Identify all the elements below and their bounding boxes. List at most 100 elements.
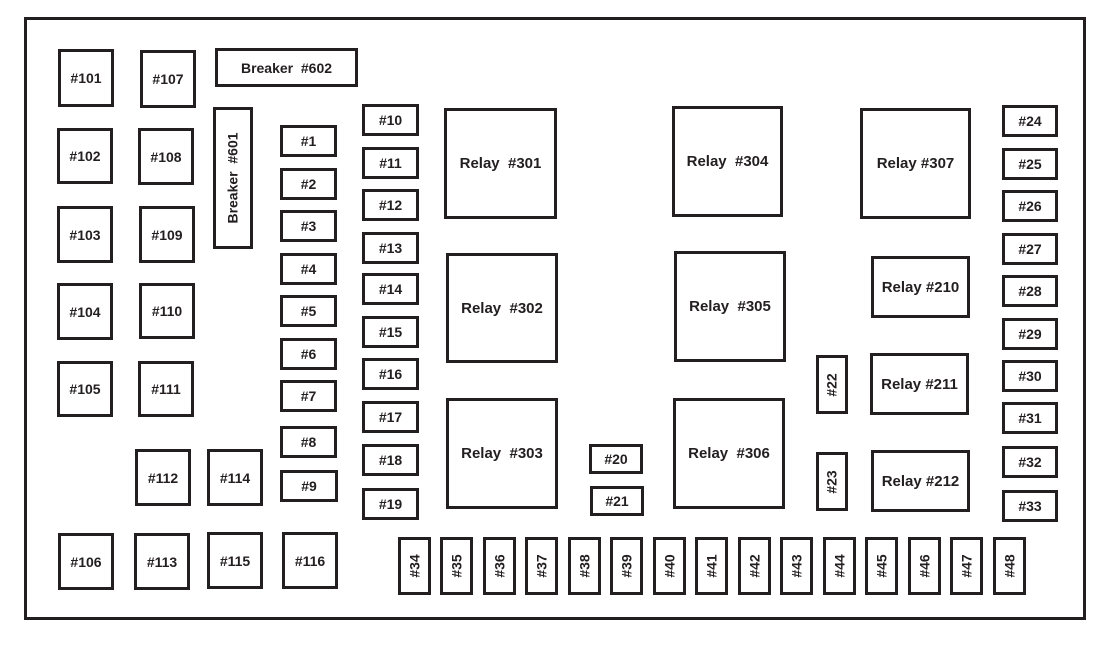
component-label: #12 bbox=[378, 197, 403, 213]
fuse-108[interactable]: #108 bbox=[138, 128, 194, 185]
component-label: #44 bbox=[831, 554, 848, 578]
fuse-11[interactable]: #11 bbox=[362, 147, 419, 179]
fuse-39[interactable]: #39 bbox=[610, 537, 643, 595]
fuse-42[interactable]: #42 bbox=[738, 537, 771, 595]
fuse-23[interactable]: #23 bbox=[816, 452, 848, 511]
fuse-6[interactable]: #6 bbox=[280, 338, 337, 370]
fuse-46[interactable]: #46 bbox=[908, 537, 941, 595]
fuse-32[interactable]: #32 bbox=[1002, 446, 1058, 478]
fuse-21[interactable]: #21 bbox=[590, 486, 644, 516]
component-label: #40 bbox=[661, 554, 678, 578]
relay-306[interactable]: Relay #306 bbox=[673, 398, 785, 509]
component-label: #15 bbox=[378, 324, 403, 340]
relay-307[interactable]: Relay #307 bbox=[860, 108, 971, 219]
component-label: #33 bbox=[1018, 498, 1042, 514]
fuse-116[interactable]: #116 bbox=[282, 532, 338, 589]
relay-302[interactable]: Relay #302 bbox=[446, 253, 558, 363]
fuse-26[interactable]: #26 bbox=[1002, 190, 1058, 222]
fuse-16[interactable]: #16 bbox=[362, 358, 419, 390]
fuse-12[interactable]: #12 bbox=[362, 189, 419, 221]
fuse-47[interactable]: #47 bbox=[950, 537, 983, 595]
fuse-19[interactable]: #19 bbox=[362, 488, 419, 520]
component-label: #107 bbox=[152, 71, 184, 87]
fuse-33[interactable]: #33 bbox=[1002, 490, 1058, 522]
fuse-15[interactable]: #15 bbox=[362, 316, 419, 348]
fuse-103[interactable]: #103 bbox=[57, 206, 113, 263]
fuse-8[interactable]: #8 bbox=[280, 426, 337, 458]
fuse-10[interactable]: #10 bbox=[362, 104, 419, 136]
fuse-109[interactable]: #109 bbox=[139, 206, 195, 263]
relay-304[interactable]: Relay #304 bbox=[672, 106, 783, 217]
relay-301[interactable]: Relay #301 bbox=[444, 108, 557, 219]
fuse-113[interactable]: #113 bbox=[134, 533, 190, 590]
component-label: #19 bbox=[378, 496, 403, 512]
fuse-38[interactable]: #38 bbox=[568, 537, 601, 595]
relay-210[interactable]: Relay #210 bbox=[871, 256, 970, 318]
relay-211[interactable]: Relay #211 bbox=[870, 353, 969, 415]
fuse-114[interactable]: #114 bbox=[207, 449, 263, 506]
fuse-5[interactable]: #5 bbox=[280, 295, 337, 327]
fuse-24[interactable]: #24 bbox=[1002, 105, 1058, 137]
fuse-7[interactable]: #7 bbox=[280, 380, 337, 412]
fuse-48[interactable]: #48 bbox=[993, 537, 1026, 595]
component-label: #22 bbox=[823, 372, 840, 397]
fuse-3[interactable]: #3 bbox=[280, 210, 337, 242]
fuse-40[interactable]: #40 bbox=[653, 537, 686, 595]
relay-303[interactable]: Relay #303 bbox=[446, 398, 558, 509]
component-label: #29 bbox=[1018, 326, 1042, 342]
component-label: Relay #303 bbox=[461, 445, 543, 462]
fuse-20[interactable]: #20 bbox=[589, 444, 643, 474]
fuse-105[interactable]: #105 bbox=[57, 361, 113, 417]
component-label: #38 bbox=[576, 554, 593, 578]
breaker-602[interactable]: Breaker #602 bbox=[215, 48, 358, 87]
fuse-112[interactable]: #112 bbox=[135, 449, 191, 506]
component-label: #10 bbox=[378, 112, 403, 128]
fuse-36[interactable]: #36 bbox=[483, 537, 516, 595]
fuse-102[interactable]: #102 bbox=[57, 128, 113, 184]
fuse-43[interactable]: #43 bbox=[780, 537, 813, 595]
component-label: #102 bbox=[69, 148, 101, 164]
fuse-107[interactable]: #107 bbox=[140, 50, 196, 108]
fuse-45[interactable]: #45 bbox=[865, 537, 898, 595]
fuse-110[interactable]: #110 bbox=[139, 283, 195, 339]
fuse-1[interactable]: #1 bbox=[280, 125, 337, 157]
fuse-115[interactable]: #115 bbox=[207, 532, 263, 589]
component-label: #105 bbox=[69, 381, 101, 397]
component-label: #113 bbox=[146, 553, 178, 570]
fuse-101[interactable]: #101 bbox=[58, 49, 114, 107]
component-label: Relay #211 bbox=[881, 375, 958, 393]
fuse-29[interactable]: #29 bbox=[1002, 318, 1058, 350]
fuse-17[interactable]: #17 bbox=[362, 401, 419, 433]
relay-305[interactable]: Relay #305 bbox=[674, 251, 786, 362]
component-label: #23 bbox=[823, 469, 840, 494]
fuse-44[interactable]: #44 bbox=[823, 537, 856, 595]
component-label: #101 bbox=[70, 70, 102, 86]
component-label: #115 bbox=[219, 552, 251, 569]
component-label: #6 bbox=[300, 346, 317, 362]
fuse-31[interactable]: #31 bbox=[1002, 402, 1058, 434]
fuse-27[interactable]: #27 bbox=[1002, 233, 1058, 265]
fuse-28[interactable]: #28 bbox=[1002, 275, 1058, 307]
relay-212[interactable]: Relay #212 bbox=[871, 450, 970, 512]
fuse-25[interactable]: #25 bbox=[1002, 148, 1058, 180]
fuse-2[interactable]: #2 bbox=[280, 168, 337, 200]
fuse-41[interactable]: #41 bbox=[695, 537, 728, 595]
fuse-14[interactable]: #14 bbox=[362, 273, 419, 305]
component-label: #48 bbox=[1001, 554, 1018, 578]
breaker-601[interactable]: Breaker #601 bbox=[213, 107, 253, 249]
component-label: #37 bbox=[533, 554, 550, 578]
component-label: #116 bbox=[294, 552, 326, 569]
fuse-22[interactable]: #22 bbox=[816, 355, 848, 414]
fuse-104[interactable]: #104 bbox=[57, 283, 113, 340]
fuse-37[interactable]: #37 bbox=[525, 537, 558, 595]
component-label: #103 bbox=[69, 226, 101, 243]
fuse-35[interactable]: #35 bbox=[440, 537, 473, 595]
fuse-106[interactable]: #106 bbox=[58, 533, 114, 590]
fuse-13[interactable]: #13 bbox=[362, 232, 419, 264]
fuse-18[interactable]: #18 bbox=[362, 444, 419, 476]
fuse-30[interactable]: #30 bbox=[1002, 360, 1058, 392]
fuse-4[interactable]: #4 bbox=[280, 253, 337, 285]
fuse-34[interactable]: #34 bbox=[398, 537, 431, 595]
fuse-9[interactable]: #9 bbox=[280, 470, 338, 502]
fuse-111[interactable]: #111 bbox=[138, 361, 194, 417]
